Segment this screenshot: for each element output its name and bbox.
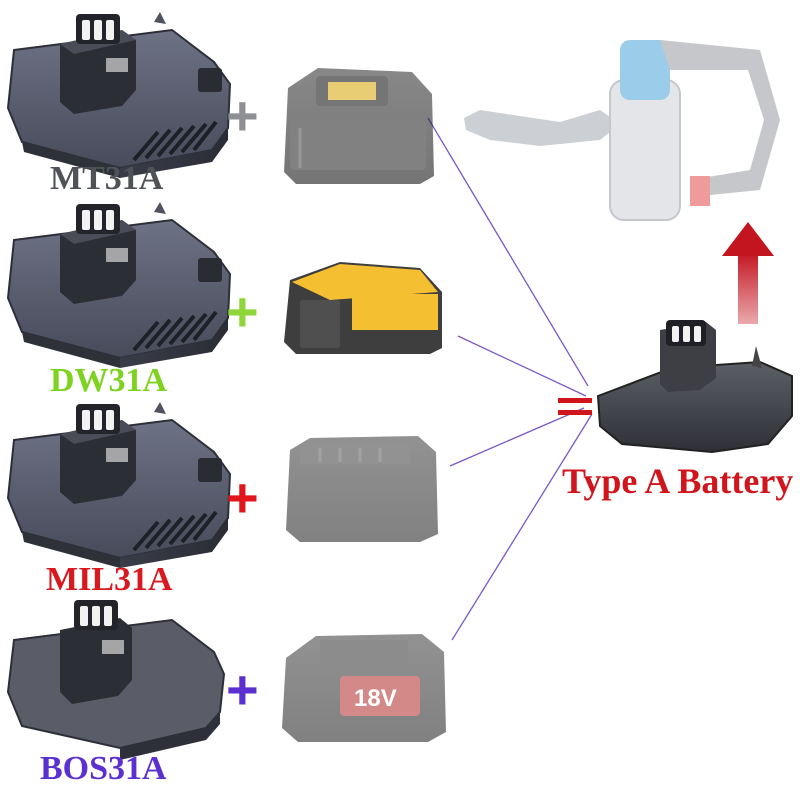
connector-lines (427, 117, 593, 641)
tool-battery-icon: 18V (282, 634, 446, 742)
adapter-label-mt31a: MT31A (50, 160, 164, 197)
type-a-battery-label: Type A Battery (562, 461, 794, 501)
connector-line-1 (427, 117, 589, 387)
bosch-voltage-label: 18V (354, 685, 397, 712)
connector-line-4 (451, 413, 593, 641)
tool-battery-icon (284, 68, 434, 184)
adapter-icon (6, 400, 232, 570)
plus-icon: + (226, 466, 259, 529)
adapter-icon (6, 200, 232, 370)
adapter-icon (6, 10, 232, 180)
connector-line-2 (457, 335, 587, 397)
adapter-label-dw31a: DW31A (50, 362, 168, 399)
arrow-up-icon (722, 222, 774, 324)
adapter-icon (6, 600, 226, 760)
plus-icon: + (226, 280, 259, 343)
plus-icon: + (226, 658, 259, 721)
tool-battery-icon (284, 262, 442, 354)
tool-battery-icon (286, 436, 438, 542)
plus-icon: + (226, 84, 259, 147)
adapter-label-bos31a: BOS31A (40, 750, 167, 787)
adapter-label-mil31a: MIL31A (46, 561, 173, 598)
type-a-battery-icon (596, 320, 793, 454)
equals-icon (558, 398, 592, 415)
vacuum-icon (464, 40, 780, 221)
connector-line-3 (449, 407, 585, 467)
